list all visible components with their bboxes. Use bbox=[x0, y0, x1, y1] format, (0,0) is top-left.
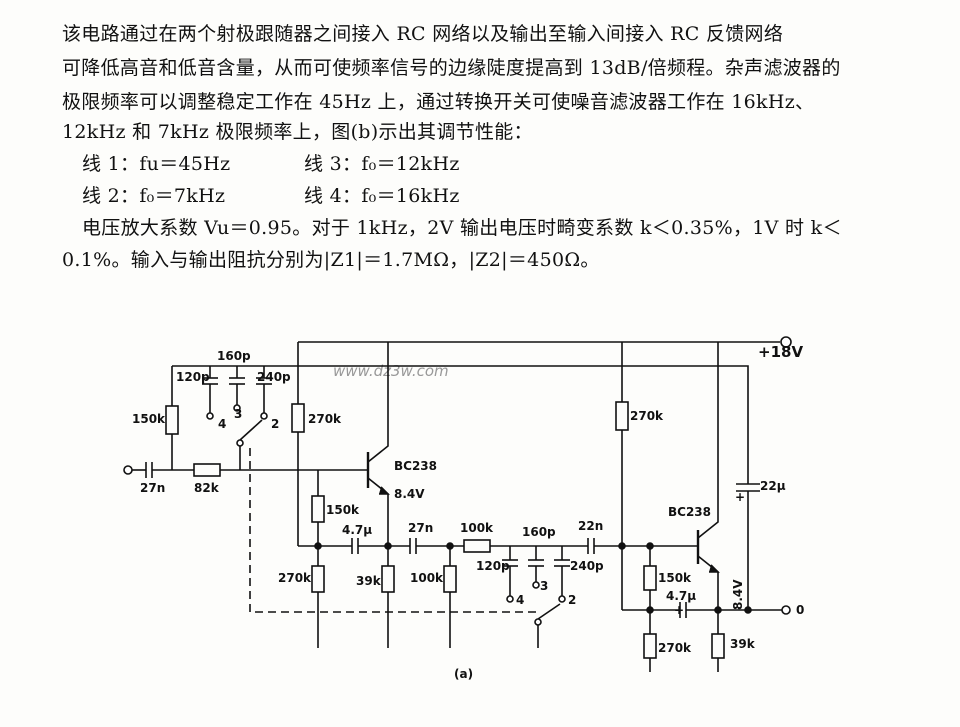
svg-text:22n: 22n bbox=[578, 519, 603, 533]
svg-text:8.4V: 8.4V bbox=[394, 487, 425, 501]
resistor-150k-in bbox=[165, 405, 179, 435]
supply-label: +18V bbox=[758, 343, 803, 361]
svg-text:+: + bbox=[674, 603, 684, 617]
svg-text:240p: 240p bbox=[257, 370, 291, 384]
svg-text:120p: 120p bbox=[176, 370, 210, 384]
paragraph-line-4: 12kHz 和 7kHz 极限频率上，图(b)示出其调节性能： bbox=[62, 121, 533, 143]
svg-text:27n: 27n bbox=[408, 521, 433, 535]
paragraph-line-7: 电压放大系数 Vu＝0.95。对于 1kHz，2V 输出电压时畸变系数 k＜0.… bbox=[82, 217, 842, 239]
svg-text:4.7μ: 4.7μ bbox=[342, 523, 372, 537]
svg-text:82k: 82k bbox=[194, 481, 220, 495]
svg-text:160p: 160p bbox=[522, 525, 556, 539]
svg-text:3: 3 bbox=[540, 579, 548, 593]
svg-text:BC238: BC238 bbox=[394, 459, 437, 473]
resistor-82k bbox=[193, 463, 221, 477]
svg-text:27n: 27n bbox=[140, 481, 165, 495]
paragraph-line-1: 该电路通过在两个射极跟随器之间接入 RC 网络以及输出至输入间接入 RC 反馈网… bbox=[62, 23, 784, 45]
svg-text:100k: 100k bbox=[460, 521, 494, 535]
svg-text:270k: 270k bbox=[278, 571, 312, 585]
svg-text:4.7μ: 4.7μ bbox=[666, 589, 696, 603]
svg-text:8.4V: 8.4V bbox=[731, 579, 745, 610]
svg-text:+: + bbox=[735, 490, 745, 504]
watermark-text: www.dz3w.com bbox=[333, 362, 449, 380]
feedback-line-top bbox=[172, 365, 749, 484]
svg-text:39k: 39k bbox=[730, 637, 756, 651]
svg-text:100k: 100k bbox=[410, 571, 444, 585]
svg-text:160p: 160p bbox=[217, 349, 251, 363]
curve-1-label: 线 1：fu＝45Hz bbox=[82, 153, 231, 175]
paragraph-line-3: 极限频率可以调整稳定工作在 45Hz 上，通过转换开关可使噪音滤波器工作在 16… bbox=[62, 91, 815, 113]
svg-text:150k: 150k bbox=[132, 412, 166, 426]
svg-text:4: 4 bbox=[218, 417, 226, 431]
svg-text:BC238: BC238 bbox=[668, 505, 711, 519]
resistor-100k-series bbox=[463, 539, 491, 553]
paragraph-line-2: 可降低高音和低音含量，从而可使频率信号的边缘陡度提高到 13dB/倍频程。杂声滤… bbox=[62, 57, 841, 79]
svg-text:270k: 270k bbox=[308, 412, 342, 426]
curve-2-label: 线 2：f₀＝7kHz bbox=[82, 185, 226, 207]
svg-text:150k: 150k bbox=[326, 503, 360, 517]
svg-text:39k: 39k bbox=[356, 574, 382, 588]
figure-caption: (a) bbox=[454, 667, 473, 681]
svg-text:270k: 270k bbox=[658, 641, 692, 655]
paragraph-line-8: 0.1%。输入与输出阻抗分别为|Z1|＝1.7MΩ，|Z2|＝450Ω。 bbox=[62, 249, 600, 271]
svg-text:4: 4 bbox=[516, 593, 524, 607]
curve-3-label: 线 3：f₀＝12kHz bbox=[304, 153, 460, 175]
svg-text:150k: 150k bbox=[658, 571, 692, 585]
svg-text:2: 2 bbox=[271, 417, 279, 431]
output-terminal bbox=[781, 605, 791, 615]
svg-text:2: 2 bbox=[568, 593, 576, 607]
c22u-label: 22μ bbox=[760, 479, 786, 493]
svg-text:240p: 240p bbox=[570, 559, 604, 573]
input-terminal bbox=[123, 465, 133, 475]
svg-text:0: 0 bbox=[796, 603, 804, 617]
svg-text:270k: 270k bbox=[630, 409, 664, 423]
svg-text:3: 3 bbox=[234, 407, 242, 421]
supply-terminal bbox=[780, 336, 792, 348]
resistor-270k-1 bbox=[291, 403, 305, 433]
curve-4-label: 线 4：f₀＝16kHz bbox=[304, 185, 460, 207]
svg-text:120p: 120p bbox=[476, 559, 510, 573]
